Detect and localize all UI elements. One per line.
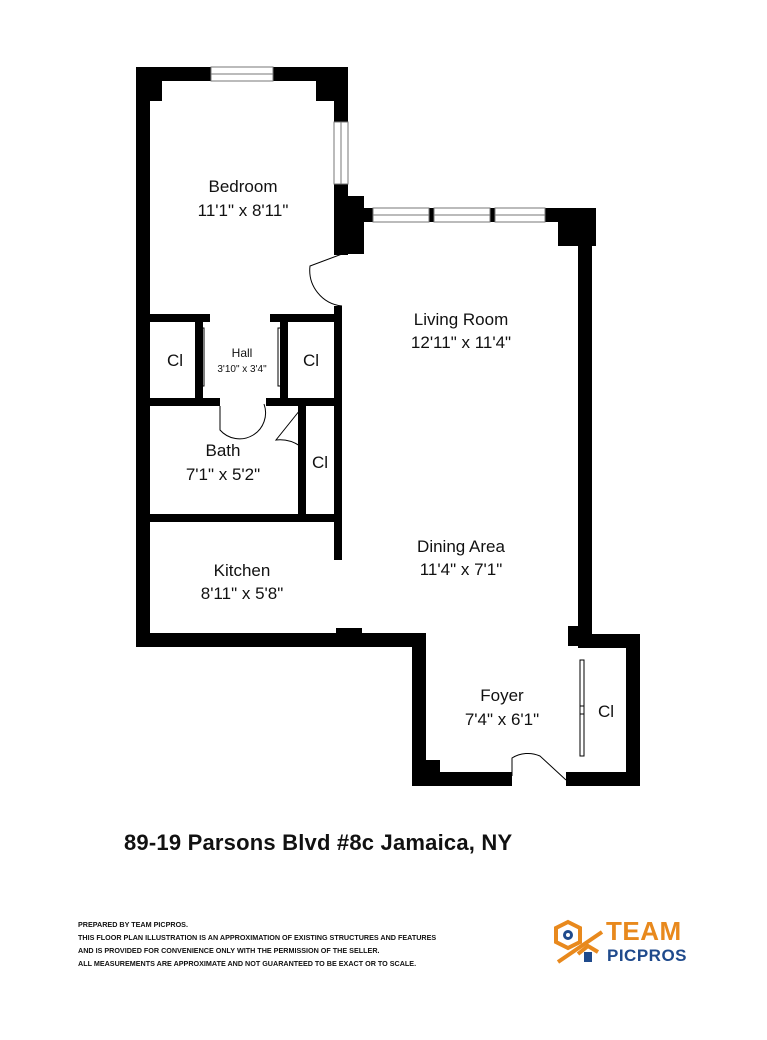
- closet-left-name: Cl: [167, 351, 183, 370]
- corner-block: [334, 196, 364, 254]
- bedroom-name: Bedroom: [209, 177, 278, 196]
- door-sliding: [277, 327, 283, 387]
- wall-closet-bottom: [566, 772, 640, 786]
- closet-foyer-name: Cl: [598, 702, 614, 721]
- door-entry: [511, 752, 567, 781]
- logo-team-text: TEAM: [606, 916, 682, 946]
- wall-closet-right: [626, 634, 640, 786]
- wall-foyer-left: [412, 633, 426, 786]
- corner-block: [336, 628, 362, 642]
- closet-bath-name: Cl: [312, 453, 328, 472]
- floor-plan: Bedroom 11'1" x 8'11" Living Room 12'11"…: [136, 66, 640, 786]
- wall-kitchen-bottom: [136, 633, 416, 647]
- door-sliding: [579, 705, 585, 757]
- walls: [136, 67, 640, 786]
- kitchen-dims: 8'11" x 5'8": [201, 584, 284, 603]
- foyer-name: Foyer: [480, 686, 524, 705]
- disclaimer: PREPARED BY TEAM PICPROS. THIS FLOOR PLA…: [78, 918, 548, 970]
- disclaimer-line: AND IS PROVIDED FOR CONVENIENCE ONLY WIT…: [78, 946, 380, 955]
- logo-house-icon: [554, 919, 604, 964]
- kitchen-name: Kitchen: [214, 561, 271, 580]
- room-labels: Bedroom 11'1" x 8'11" Living Room 12'11"…: [167, 177, 614, 729]
- wall-closet-top: [578, 634, 640, 648]
- corner-block: [136, 67, 162, 101]
- corner-block: [316, 67, 348, 101]
- bedroom-dims: 11'1" x 8'11": [198, 201, 289, 220]
- hall-dims: 3'10" x 3'4": [217, 364, 267, 375]
- wall-bath-right: [298, 398, 306, 520]
- door-closet: [274, 409, 301, 447]
- wall-closet-left: [195, 314, 203, 404]
- living-room-name: Living Room: [414, 310, 509, 329]
- door-sliding: [199, 327, 205, 387]
- door-sliding: [579, 659, 585, 715]
- disclaimer-line: ALL MEASUREMENTS ARE APPROXIMATE AND NOT…: [78, 959, 417, 968]
- wall-bath-top-left: [150, 398, 220, 406]
- dining-area-name: Dining Area: [417, 537, 505, 556]
- wall-kitchen-top: [150, 514, 342, 522]
- property-address: 89-19 Parsons Blvd #8c Jamaica, NY: [124, 830, 513, 855]
- disclaimer-line: THIS FLOOR PLAN ILLUSTRATION IS AN APPRO…: [78, 933, 437, 942]
- wall-interior-east: [334, 306, 342, 560]
- logo-picpros-text: PICPROS: [607, 946, 688, 965]
- dining-area-dims: 11'4" x 7'1": [420, 560, 503, 579]
- living-room-dims: 12'11" x 11'4": [411, 333, 511, 352]
- wall-closet-right: [280, 314, 288, 404]
- disclaimer-line: PREPARED BY TEAM PICPROS.: [78, 920, 188, 929]
- team-picpros-logo: TEAM PICPROS: [552, 916, 702, 970]
- windows: [210, 66, 546, 223]
- doors: [199, 253, 585, 781]
- foyer-dims: 7'4" x 6'1": [465, 710, 539, 729]
- hall-name: Hall: [232, 346, 253, 360]
- closet-right-name: Cl: [303, 351, 319, 370]
- wall-hall-top-left: [150, 314, 210, 322]
- wall-hall-top-right: [270, 314, 342, 322]
- corner-block: [412, 760, 440, 786]
- door-bath: [219, 403, 267, 440]
- bath-dims: 7'1" x 5'2": [186, 465, 260, 484]
- bath-name: Bath: [206, 441, 241, 460]
- wall-left-outer: [136, 67, 150, 647]
- door-bedroom: [309, 253, 343, 307]
- wall-living-right: [578, 208, 592, 648]
